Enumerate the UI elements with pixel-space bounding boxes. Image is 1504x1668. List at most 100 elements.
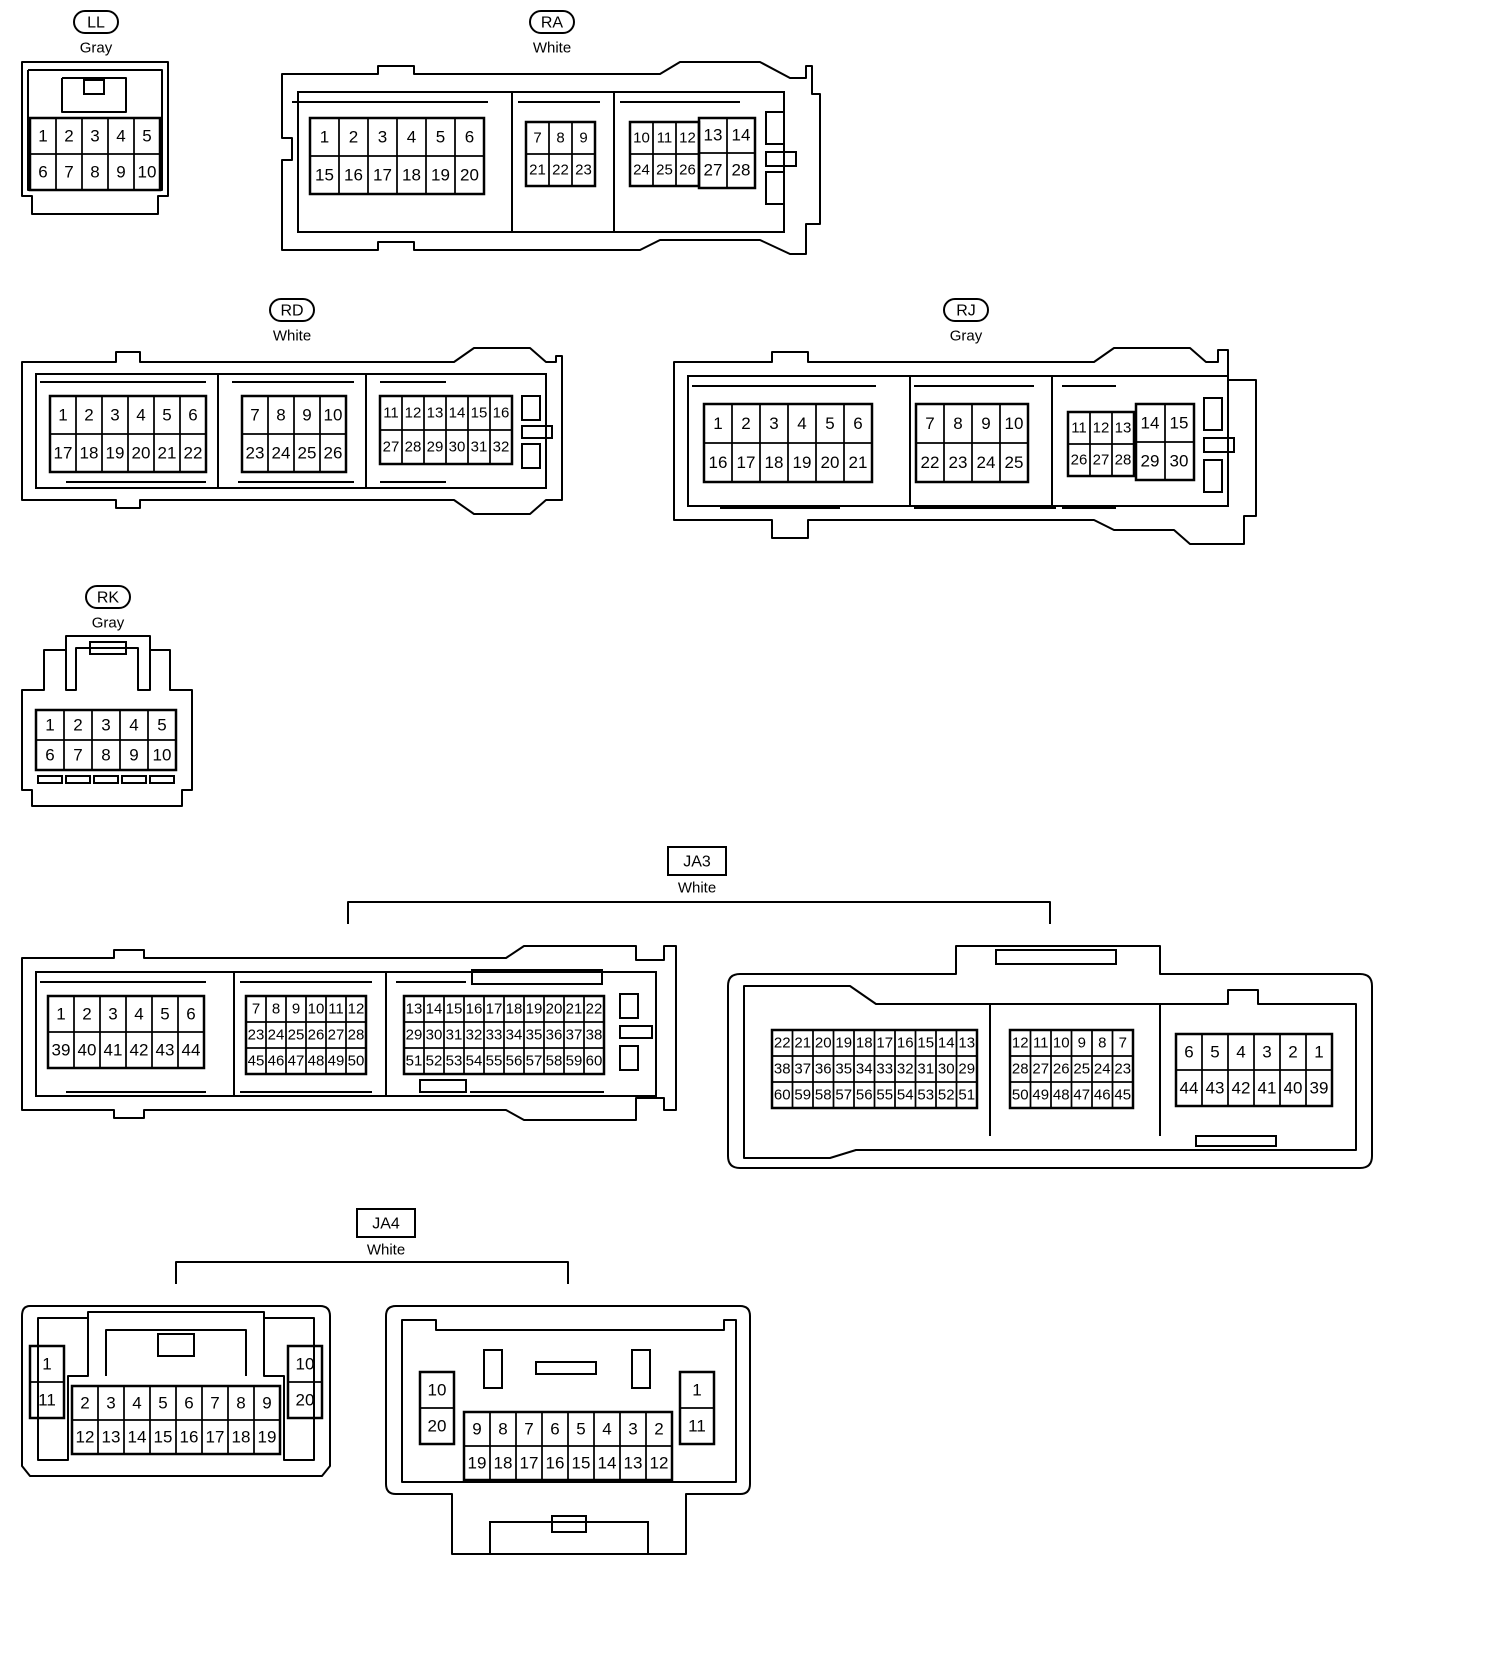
pin-number: 25	[1005, 453, 1024, 472]
pin-number: 1	[42, 1355, 51, 1374]
side-slot	[765, 111, 785, 145]
pin-number: 56	[506, 1053, 523, 1070]
pin-number: 12	[1093, 420, 1110, 437]
pin-number: 4	[407, 128, 416, 147]
housing-outline	[21, 945, 677, 1121]
lock-frame	[489, 1521, 649, 1555]
pin-number: 4	[134, 1005, 143, 1024]
pin-number: 29	[958, 1061, 975, 1078]
pin-number: 18	[856, 1035, 873, 1052]
pin-number: 27	[1093, 452, 1110, 469]
pin-number: 5	[142, 127, 151, 146]
pin-number: 25	[298, 444, 317, 463]
pin-cell	[454, 155, 485, 195]
pin-number: 28	[348, 1027, 365, 1044]
housing-inner	[687, 375, 1229, 507]
pin-number: 16	[709, 453, 728, 472]
pin-number: 20	[428, 1417, 447, 1436]
pin-number: 44	[1180, 1079, 1199, 1098]
pin-number: 6	[184, 1394, 193, 1413]
connector-code: RJ	[956, 303, 976, 320]
pin-number: 2	[1288, 1043, 1297, 1062]
connector-code: RD	[280, 303, 303, 320]
housing-inner	[35, 971, 657, 1097]
lock-slot	[121, 775, 147, 784]
pin-cell	[1111, 1081, 1134, 1109]
latch	[995, 949, 1117, 965]
pin-number: 7	[64, 163, 73, 182]
pin-number: 12	[1012, 1035, 1029, 1052]
pin-cell	[999, 442, 1029, 483]
pin-number: 37	[566, 1027, 583, 1044]
pin-number: 4	[602, 1420, 611, 1439]
pin-number: 2	[64, 127, 73, 146]
pin-number: 23	[248, 1027, 265, 1044]
pin-number: 10	[153, 746, 172, 765]
pin-number: 32	[493, 439, 510, 456]
pin-number: 3	[1262, 1043, 1271, 1062]
pin-cell	[179, 433, 207, 473]
pin-number: 24	[1094, 1061, 1111, 1078]
pin-number: 31	[446, 1027, 463, 1044]
pin-number: 19	[468, 1454, 487, 1473]
lock-slot	[149, 775, 175, 784]
pin-number: 10	[1053, 1035, 1070, 1052]
latch-arm	[65, 647, 151, 691]
pin-number: 24	[268, 1027, 285, 1044]
pin-number: 6	[465, 128, 474, 147]
pin-number: 9	[302, 406, 311, 425]
pin-number: 1	[45, 716, 54, 735]
pin-number: 11	[383, 405, 399, 422]
pin-number: 6	[186, 1005, 195, 1024]
side-slot	[1203, 459, 1223, 493]
connector-color: Gray	[92, 615, 125, 632]
pin-number: 26	[1053, 1061, 1070, 1078]
side-slot	[1203, 397, 1223, 431]
pin-number: 6	[853, 414, 862, 433]
pin-number: 7	[250, 406, 259, 425]
pin-number: 52	[426, 1053, 443, 1070]
pin-number: 16	[493, 405, 510, 422]
pin-number: 19	[526, 1001, 543, 1018]
pin-number: 51	[406, 1053, 423, 1070]
pin-number: 47	[1073, 1087, 1090, 1104]
pin-number: 9	[579, 130, 587, 147]
pin-number: 4	[129, 716, 138, 735]
pin-number: 10	[1005, 414, 1024, 433]
latch	[535, 1361, 597, 1375]
pin-number: 36	[815, 1061, 832, 1078]
pin-number: 1	[692, 1381, 701, 1400]
connector-code-badge	[73, 10, 119, 34]
connector-code-badge	[269, 298, 315, 322]
pin-number: 24	[633, 162, 650, 179]
connector-code: JA4	[372, 1216, 400, 1233]
housing-outline	[21, 61, 169, 215]
pin-number: 11	[657, 130, 673, 147]
connector-code-badge	[529, 10, 575, 34]
pin-number: 11	[328, 1001, 344, 1018]
side-slot	[1203, 437, 1235, 453]
pin-number: 8	[272, 1001, 280, 1018]
pin-number: 11	[1033, 1035, 1049, 1052]
pin-number: 50	[348, 1053, 365, 1070]
pin-cell	[177, 1031, 205, 1069]
pin-number: 15	[471, 405, 488, 422]
pin-number: 32	[897, 1061, 914, 1078]
pin-number: 25	[288, 1027, 305, 1044]
pin-number: 1	[38, 127, 47, 146]
connector-code: RA	[541, 15, 564, 32]
pin-number: 15	[572, 1454, 591, 1473]
pin-number: 16	[546, 1454, 565, 1473]
pin-number: 45	[248, 1053, 265, 1070]
pin-number: 9	[1078, 1035, 1086, 1052]
pin-number: 33	[876, 1061, 893, 1078]
pin-cell	[843, 442, 873, 483]
pin-number: 5	[576, 1420, 585, 1439]
pin-number: 18	[232, 1428, 251, 1447]
pin-number: 58	[546, 1053, 563, 1070]
pin-number: 21	[794, 1035, 811, 1052]
